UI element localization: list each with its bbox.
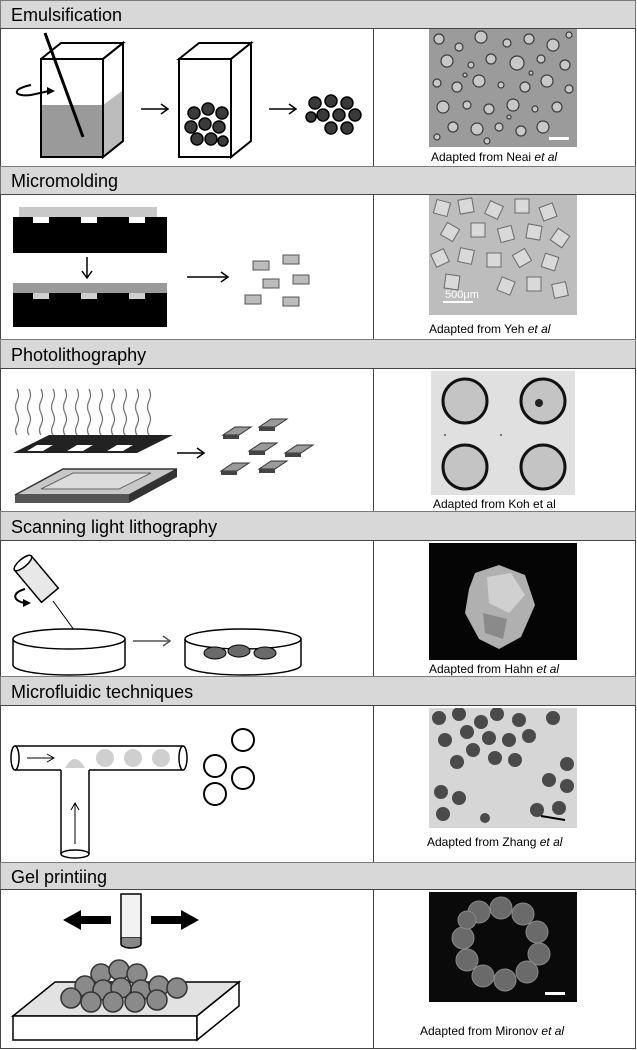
- micrograph-emulsion-droplets: [429, 29, 577, 147]
- microfluidic-diagram: [1, 706, 373, 862]
- figure-caption: Adapted from Koh et al: [433, 497, 556, 511]
- gel-printing-diagram: [1, 890, 373, 1048]
- scanning-light-lithography-diagram: [1, 541, 373, 676]
- micrograph-micromolded-squares: 500μm: [429, 195, 577, 315]
- figure-caption: Adapted from Zhang et al: [427, 835, 562, 849]
- column-divider: [373, 541, 374, 676]
- section-row-gel-printing: Adapted from Mironov et al: [0, 889, 636, 1049]
- figure-caption: Adapted from Mironov et al: [420, 1024, 564, 1038]
- column-divider: [373, 29, 374, 166]
- section-title: Photolithography: [11, 346, 146, 364]
- section-title: Emulsification: [11, 6, 122, 24]
- micrograph-photolithography-disks: [431, 371, 575, 495]
- micrograph-microfluidic-beads: [429, 708, 577, 828]
- section-row-micromolding: 500μm Adapted from Yeh et al: [0, 194, 636, 340]
- micromolding-diagram: [1, 195, 373, 339]
- section-row-microfluidic-techniques: Adapted from Zhang et al: [0, 705, 636, 863]
- section-header-microfluidic-techniques: Microfluidic techniques: [0, 676, 636, 706]
- section-row-scanning-light-lithography: Adapted from Hahn et al: [0, 540, 636, 677]
- section-row-emulsification: Adapted from Neai et al: [0, 28, 636, 167]
- figure-caption: Adapted from Yeh et al: [429, 322, 550, 336]
- section-row-photolithography: Adapted from Koh et al: [0, 368, 636, 512]
- emulsification-diagram: [1, 29, 373, 166]
- section-header-scanning-light-lithography: Scanning light lithography: [0, 511, 636, 541]
- figure-caption: Adapted from Hahn et al: [429, 662, 559, 676]
- photolithography-diagram: [1, 369, 373, 511]
- section-header-photolithography: Photolithography: [0, 339, 636, 369]
- section-title: Micromolding: [11, 172, 118, 190]
- section-header-emulsification: Emulsification: [0, 0, 636, 29]
- figure-caption: Adapted from Neai et al: [431, 150, 557, 164]
- section-title: Scanning light lithography: [11, 518, 217, 536]
- section-title: Microfluidic techniques: [11, 683, 193, 701]
- scale-bar-label: 500μm: [445, 289, 479, 301]
- section-header-micromolding: Micromolding: [0, 166, 636, 195]
- micrograph-scanned-sheets: [429, 543, 577, 660]
- column-divider: [373, 706, 374, 862]
- column-divider: [373, 369, 374, 511]
- column-divider: [373, 195, 374, 339]
- column-divider: [373, 890, 374, 1048]
- section-title: Gel printiing: [11, 868, 107, 886]
- micrograph-printed-spheroid-ring: [429, 892, 577, 1002]
- section-header-gel-printing: Gel printiing: [0, 862, 636, 890]
